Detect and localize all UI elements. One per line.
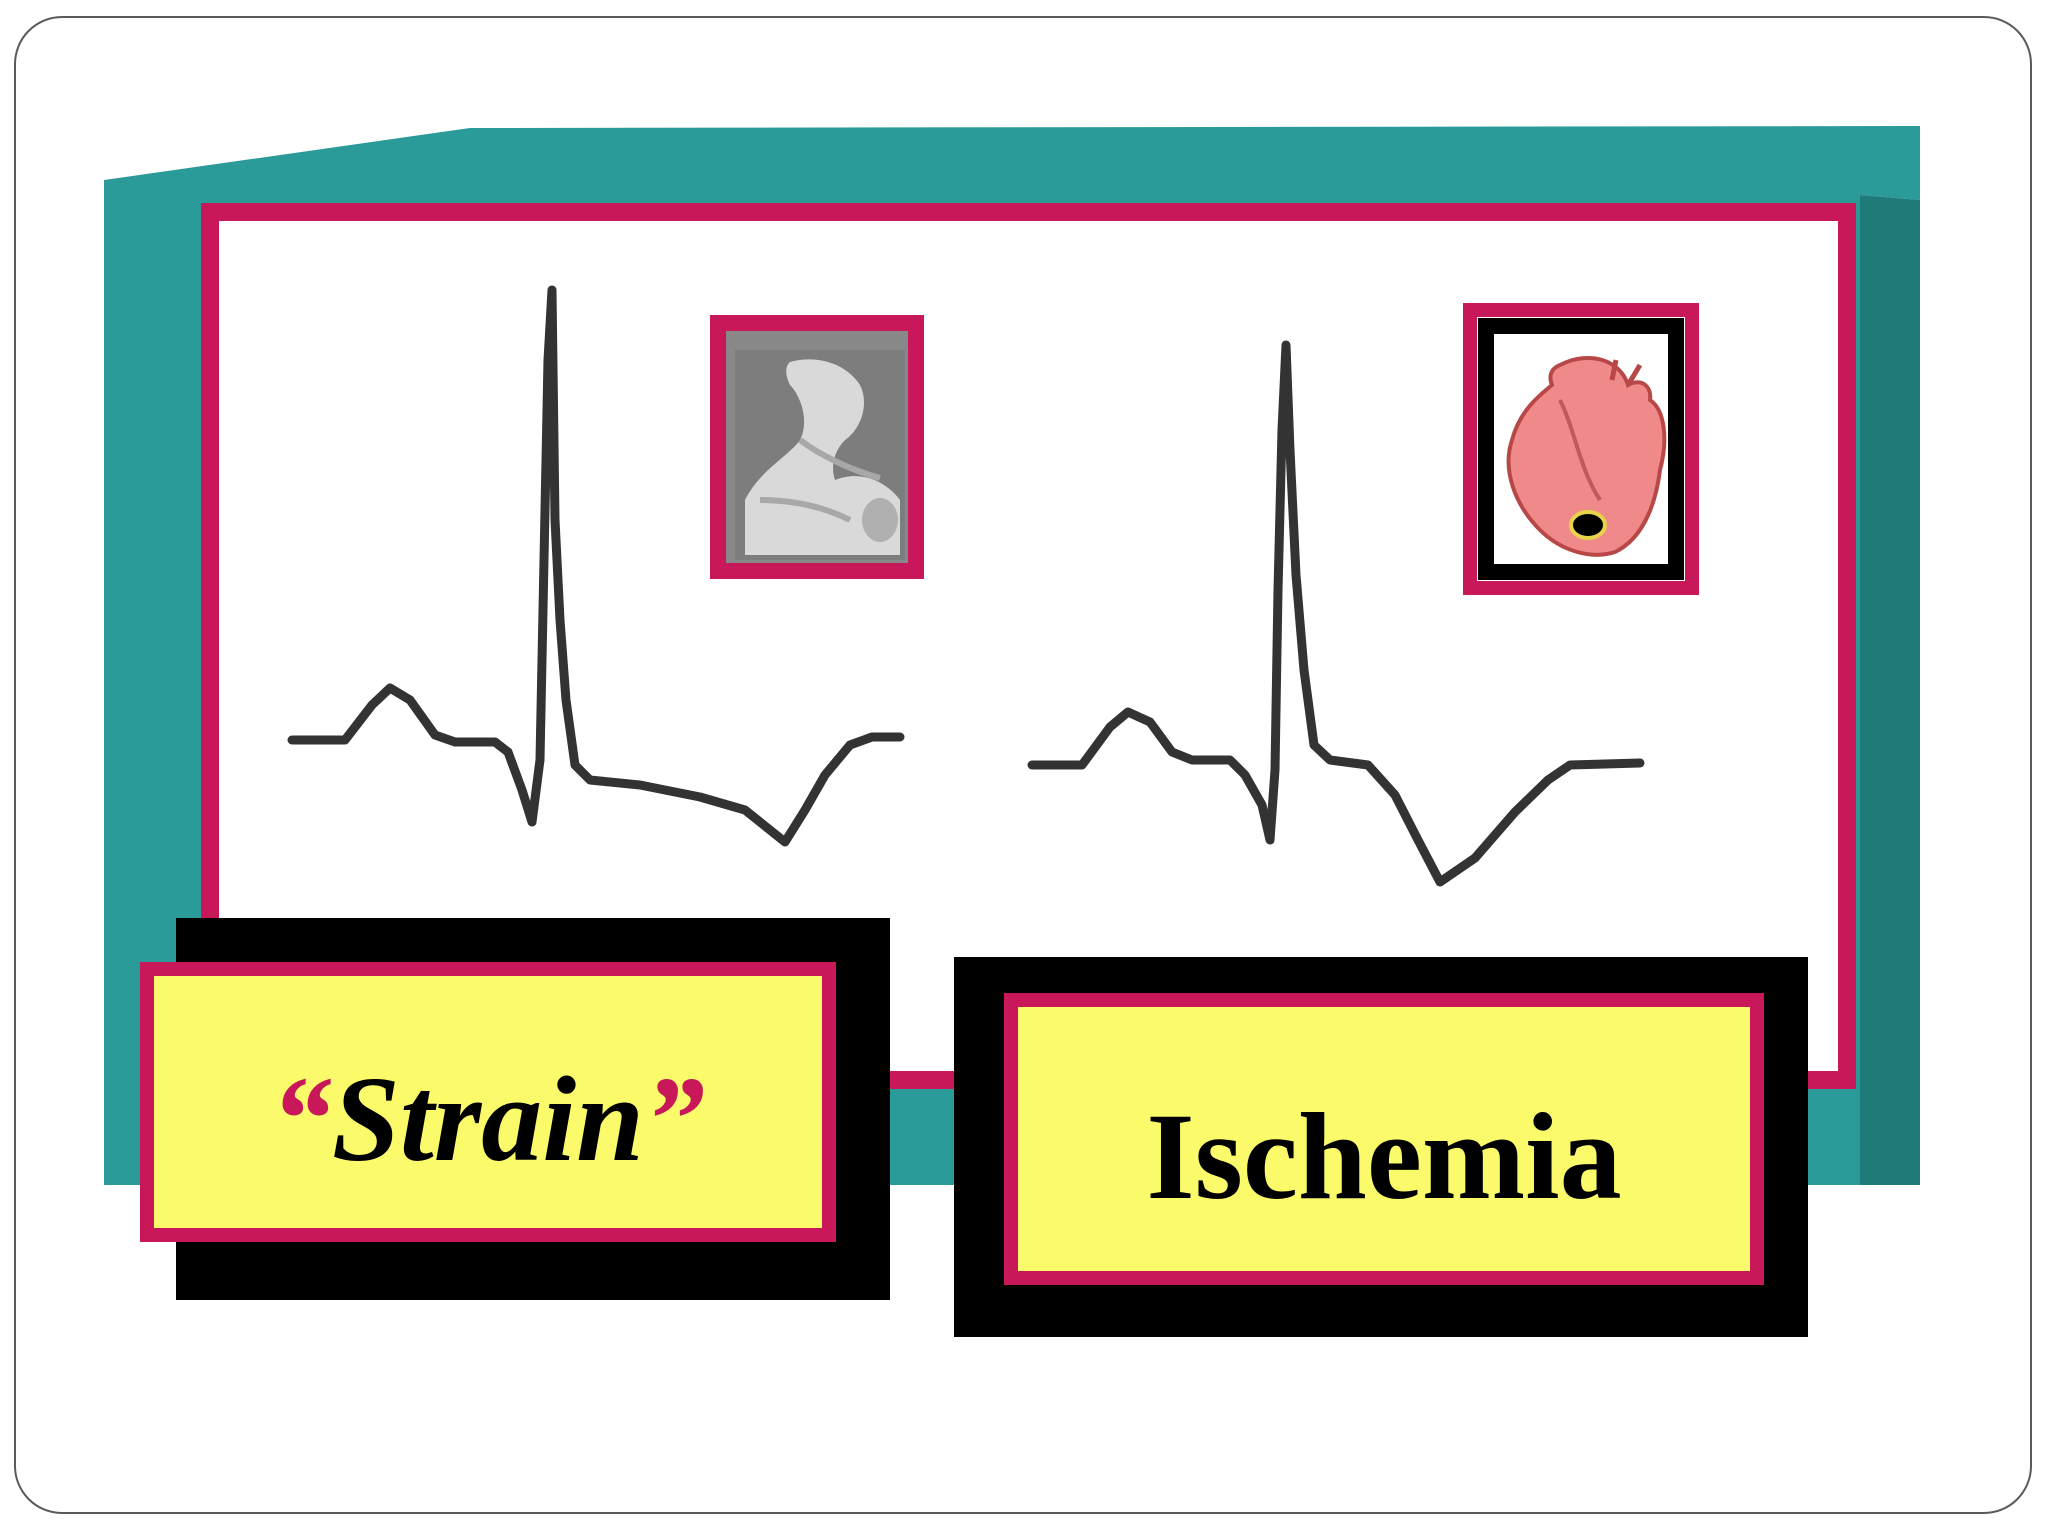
teal-box-right-side — [1860, 195, 1920, 1185]
ecg-strain-waveform — [287, 285, 905, 847]
heart-icon — [1506, 355, 1667, 557]
ecg-ischemia-waveform — [1027, 340, 1645, 887]
flexed-arm-thumbnail — [710, 315, 924, 579]
strain-label: “Strain” — [271, 1052, 705, 1187]
ischemia-label: Ischemia — [1146, 1088, 1621, 1225]
heart-thumbnail — [1463, 303, 1699, 595]
flexed-arm-icon — [735, 350, 905, 560]
strain-open-quote: “ — [271, 1052, 332, 1187]
strain-close-quote: ” — [644, 1052, 705, 1187]
strain-label-word: Strain — [332, 1052, 644, 1187]
ischemia-label-box: Ischemia — [954, 957, 1808, 1337]
strain-label-box: “Strain” — [140, 918, 890, 1300]
